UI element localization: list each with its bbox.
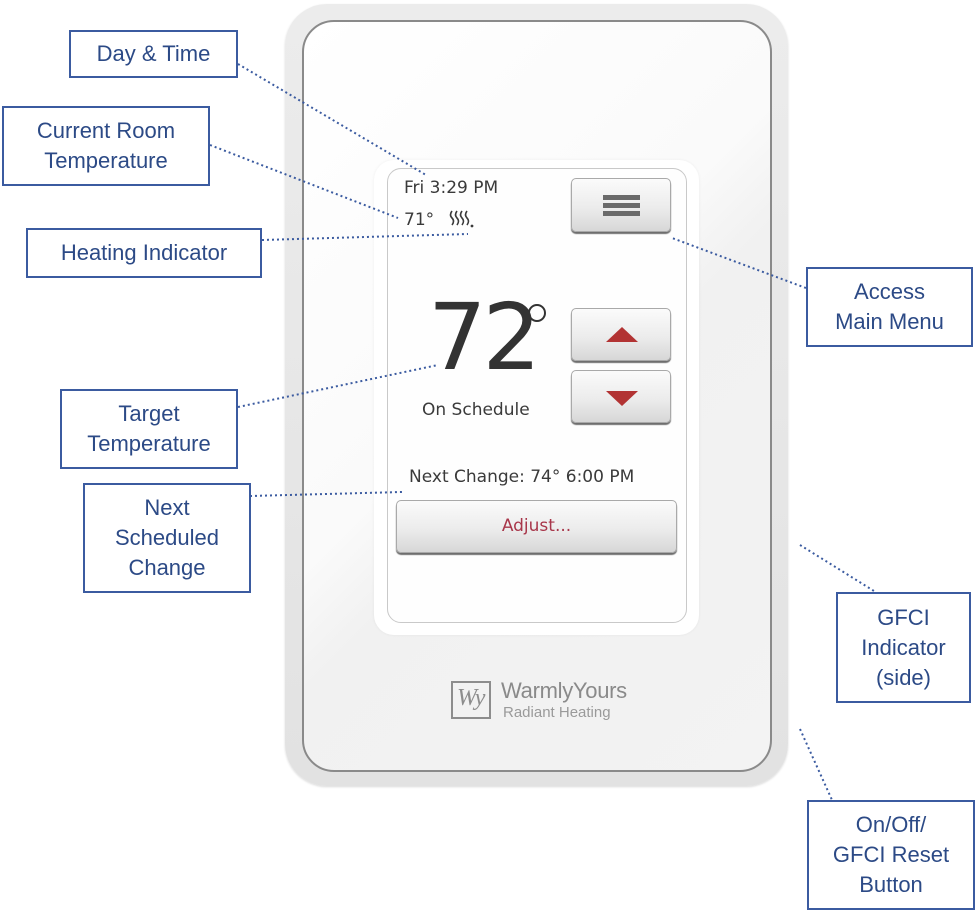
degree-symbol xyxy=(528,304,546,322)
day-time: Fri 3:29 PM xyxy=(404,178,499,198)
hamburger-menu-icon xyxy=(603,195,640,219)
triangle-down-icon xyxy=(606,391,638,406)
target-temperature: 72 xyxy=(428,284,541,391)
triangle-up-icon xyxy=(606,327,638,342)
next-scheduled-change: Next Change: 74° 6:00 PM xyxy=(409,467,635,487)
brand-name: WarmlyYours xyxy=(501,678,627,703)
adjust-button[interactable]: Adjust... xyxy=(396,500,677,553)
brand-logo-icon: Wy xyxy=(451,681,491,719)
room-temperature: 71° xyxy=(404,210,435,230)
callout-day-time: Day & Time xyxy=(69,30,238,78)
temperature-up-button[interactable] xyxy=(571,308,671,361)
temperature-down-button[interactable] xyxy=(571,370,671,423)
schedule-status: On Schedule xyxy=(422,400,530,420)
main-menu-button[interactable] xyxy=(571,178,671,232)
brand-subtitle: Radiant Heating xyxy=(503,704,611,721)
heating-waves-icon xyxy=(449,210,474,228)
callout-heating-indicator: Heating Indicator xyxy=(26,228,262,278)
